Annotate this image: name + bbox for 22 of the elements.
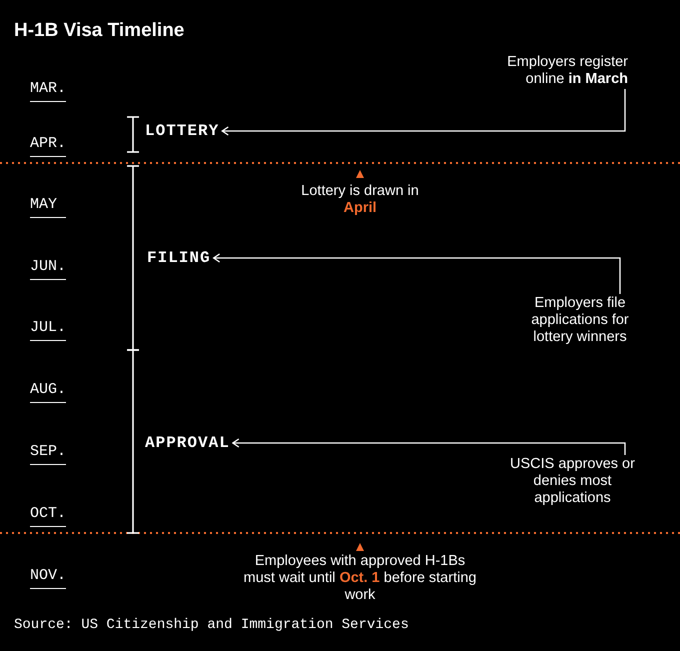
month-label: AUG. — [30, 381, 66, 403]
annotation-text: USCIS approves or denies most applications — [510, 456, 635, 507]
annotation-text: Employees with approved H-1Bs must wait until Oct. 1 before starting work — [240, 553, 480, 604]
phase-label: LOTTERY — [145, 122, 235, 140]
month-label: JUN. — [30, 258, 66, 280]
month-label: APR. — [30, 135, 66, 157]
month-label: JUL. — [30, 319, 66, 341]
phase-label: FILING — [147, 249, 227, 267]
arrow — [222, 89, 626, 136]
annotation-text: Lottery is drawn in April — [295, 183, 425, 217]
month-label: MAY — [30, 196, 66, 218]
month-label: OCT. — [30, 505, 66, 527]
source-note: Source: US Citizenship and Immigration Services — [14, 617, 409, 633]
month-label: MAR. — [30, 80, 66, 102]
phase-label: APPROVAL — [145, 434, 245, 452]
month-label: SEP. — [30, 443, 66, 465]
arrow — [232, 438, 626, 455]
annotation-text: Employers register online in March — [488, 54, 628, 88]
chart-title: H-1B Visa Timeline — [14, 20, 184, 42]
month-label: NOV. — [30, 567, 66, 589]
arrow — [212, 253, 621, 294]
annotation-text: Employers file applications for lottery winners — [520, 295, 640, 346]
